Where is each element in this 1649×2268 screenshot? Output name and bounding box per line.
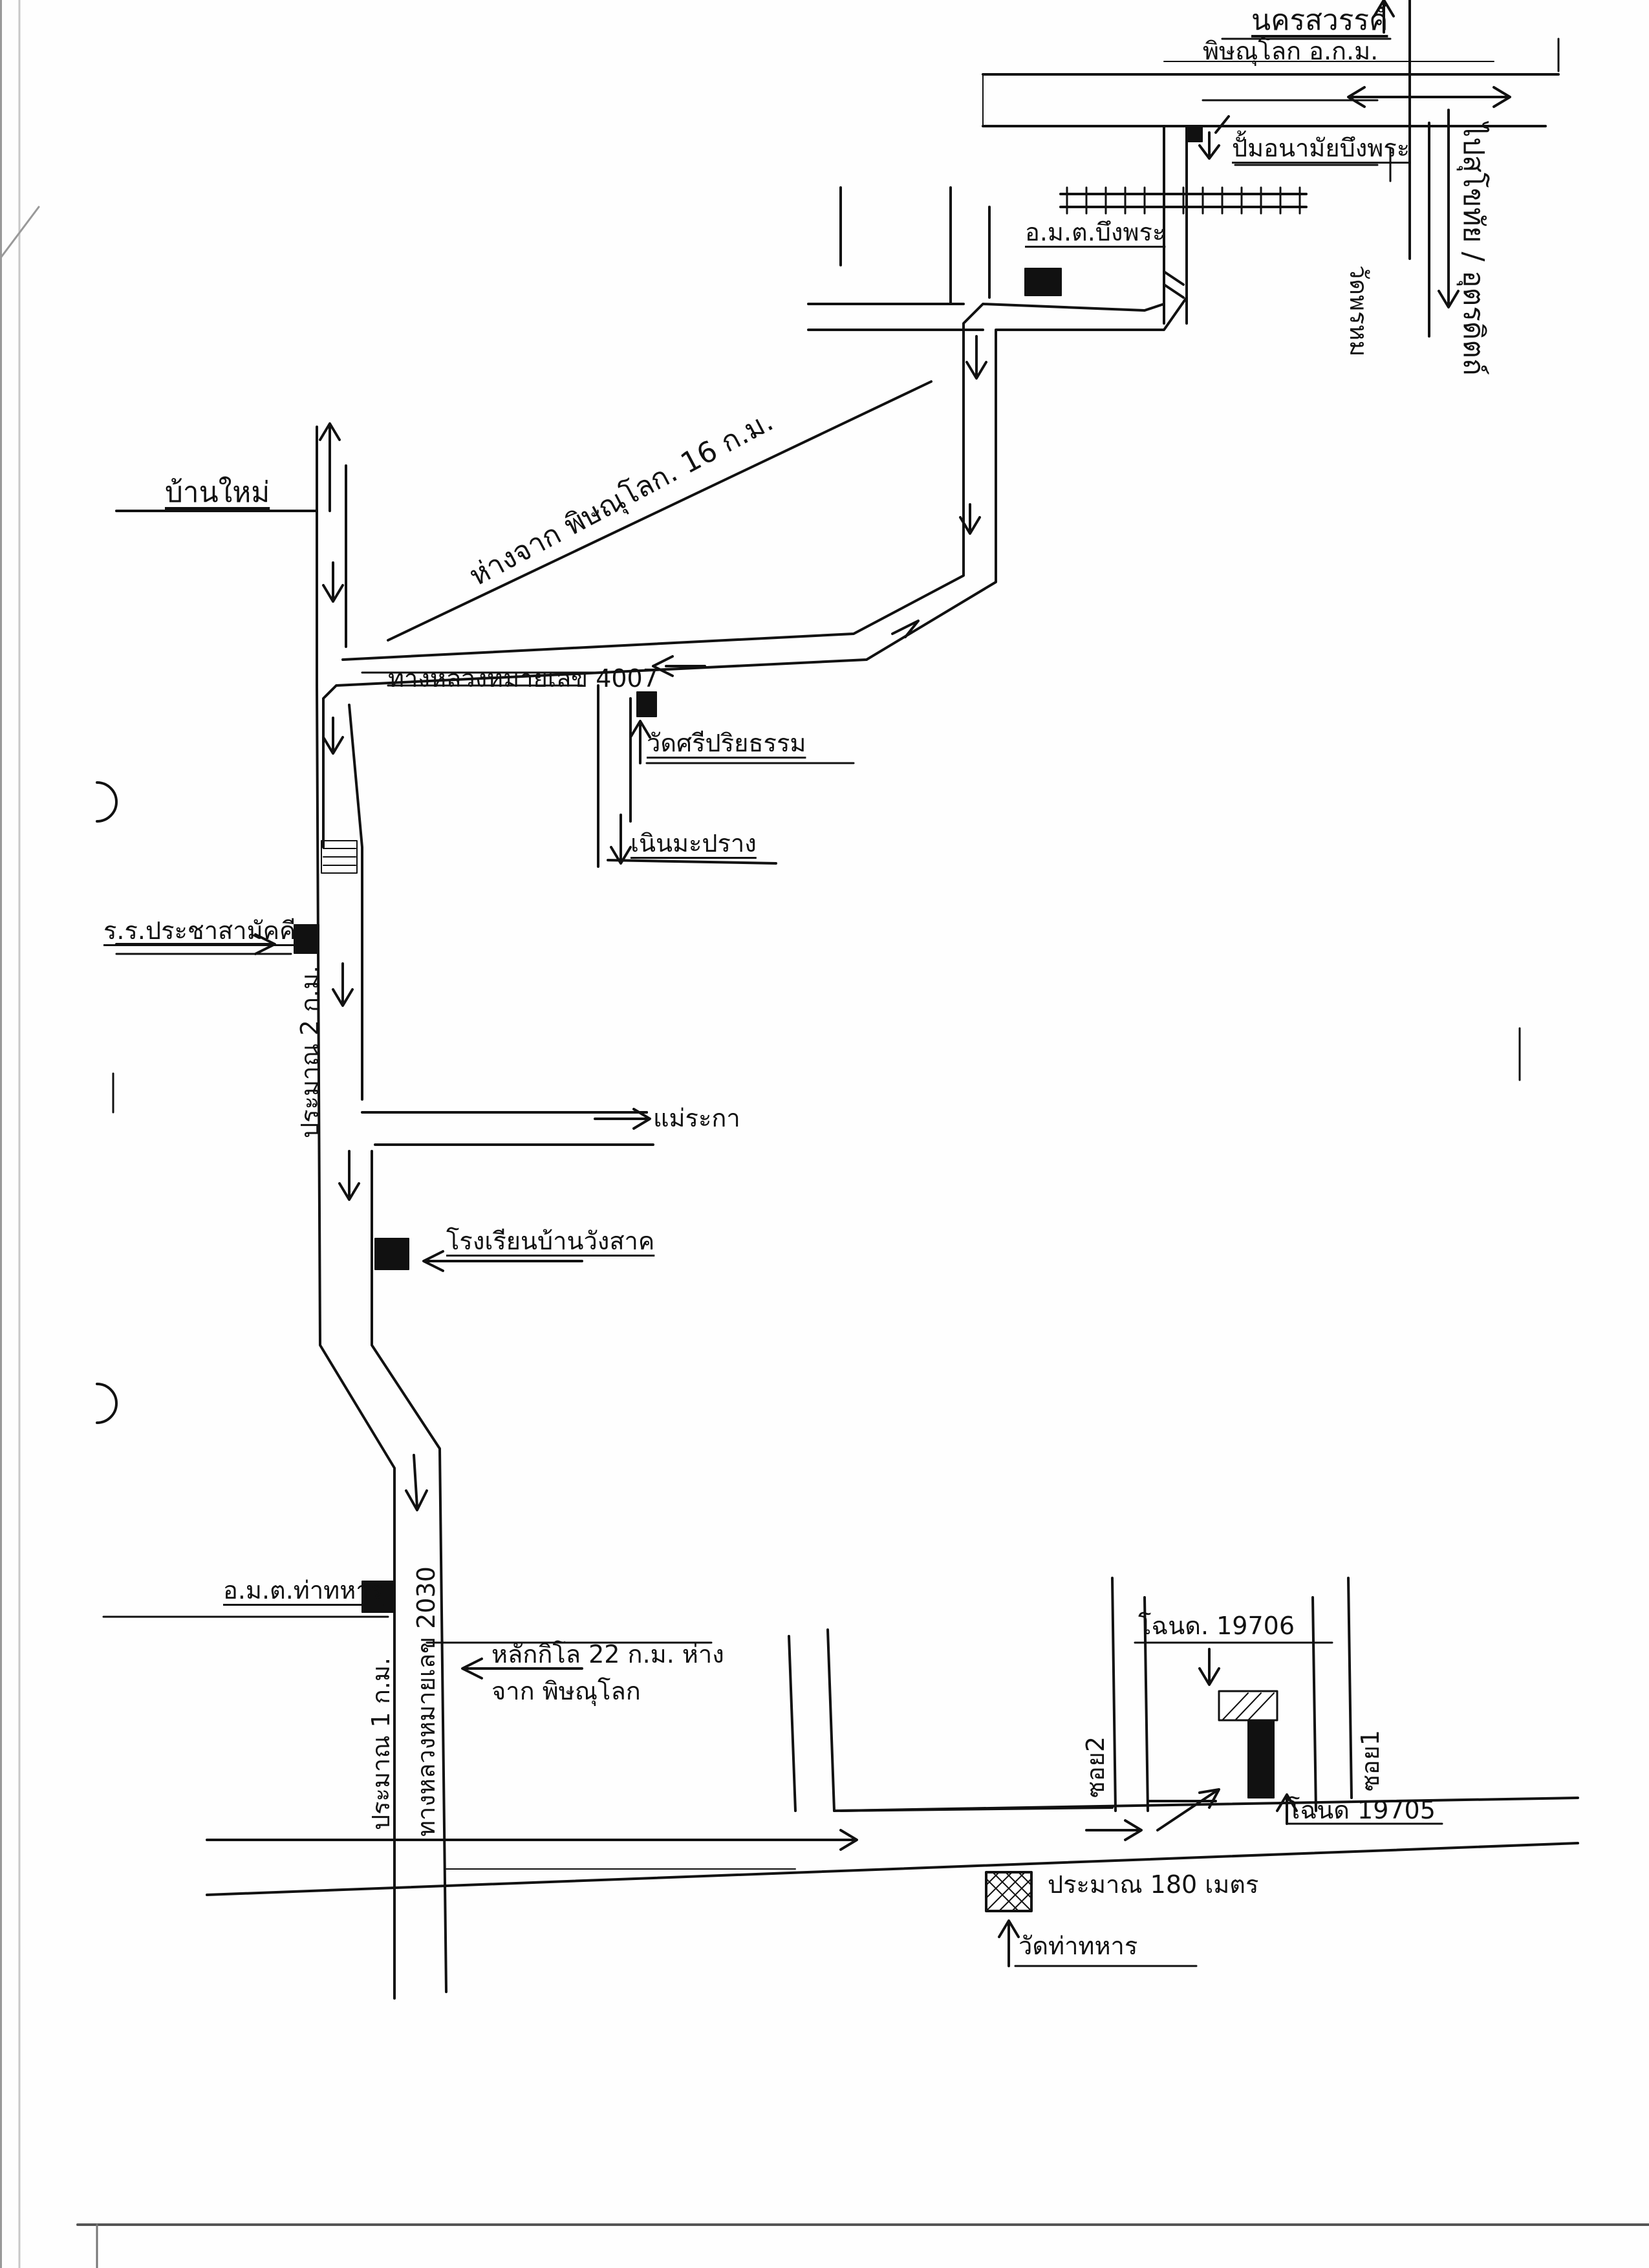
label-school-pratabsamakkee: ร.ร.ประชาสามัคคี (103, 916, 296, 945)
label-noen-maprang: เนินมะปราง (630, 829, 757, 858)
label-school-banwangsak: โรงเรียนบ้านวังสาค (446, 1227, 655, 1255)
label-approx-2km: ประมาณ 2 ก.ม. (296, 965, 324, 1138)
label-top-town: นครสวรรค์ (1251, 4, 1388, 37)
label-ban-mai: บ้านใหม่ (165, 476, 270, 509)
label-health-center: ปั้มอนามัยบึงพระ (1232, 134, 1410, 162)
label-mae-raka: แม่ระกา (653, 1104, 740, 1132)
label-top-city: พิษณุโลก อ.ก.ม. (1203, 37, 1379, 65)
label-soi1: ซอย1 (1356, 1729, 1385, 1791)
label-wat-phrom: วัดพรหม (1344, 265, 1373, 357)
label-km-post: หลักกิโล 22 ก.ม. ห่างจาก พิษณุโลก (491, 1640, 724, 1705)
label-house-19706: โฉนด. 19706 (1138, 1612, 1295, 1640)
label-wat-temple: วัดศรีปริยธรรม (647, 729, 806, 757)
label-approx-180m: ประมาณ 180 เมตร (1048, 1870, 1259, 1899)
label-highway-4007: ทางหลวงหมายเลข 4007 (388, 664, 658, 693)
label-house-19705: โฉนด 19705 (1287, 1796, 1436, 1824)
label-approx-1km: ประมาณ 1 ก.ม. (367, 1657, 395, 1830)
label-highway-2030: ทางหลวงหมายเลข 2030 (412, 1566, 440, 1837)
label-soi2: ซอย2 (1081, 1736, 1110, 1798)
label-to-sukhothai: ไปสุโขทัย / อุตรดิตถ์ (1457, 123, 1490, 376)
label-wat-thahan: วัดท่าทหาร (1018, 1932, 1138, 1960)
label-district-office: อ.ม.ต.บึงพระ (1025, 218, 1166, 246)
label-school-thatahan: อ.ม.ต.ท่าทหาร (223, 1576, 383, 1604)
